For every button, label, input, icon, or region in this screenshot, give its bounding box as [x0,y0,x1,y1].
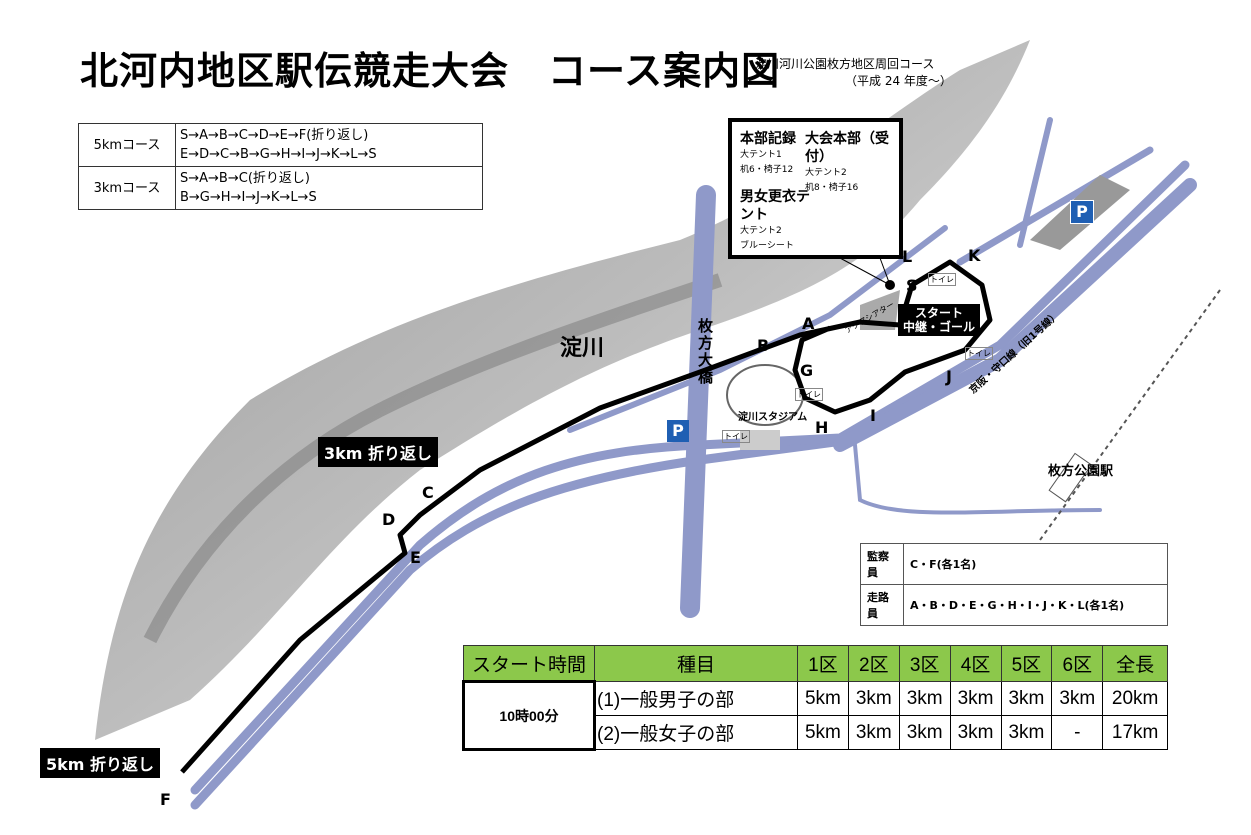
hq-main-title: 大会本部（受付） [805,131,889,165]
leg-distance: 3km [949,681,1002,716]
point-h: H [815,418,829,437]
river-label: 淀川 [560,336,605,361]
leg-distance: 5km [797,715,849,750]
header-cell: 4区 [949,645,1002,682]
point-i: I [870,406,876,425]
header-cell: スタート時間 [463,645,595,682]
toilet-icon: トイレ [965,347,993,360]
route-line: E→D→C→B→G→H→I→J→K→L→S [180,147,377,162]
point-k: K [968,246,981,265]
race-course [180,259,993,774]
parking-icon: P [1070,200,1094,224]
table-row: 5kmコース S→A→B→C→D→E→F(折り返し) E→D→C→B→G→H→I→J… [78,123,483,167]
leg-distance: 3km [1000,715,1053,750]
table-row: 3kmコース S→A→B→C(折り返し) B→G→H→I→J→K→L→S [78,166,483,210]
relay-goal-label: 中継・ゴール [903,320,976,334]
hq-main-detail: 机8・椅子16 [805,183,859,193]
point-d: D [382,510,396,529]
leg-distance: 3km [898,681,951,716]
header-cell: 1区 [797,645,849,682]
category-name: (2)一般女子の部 [594,715,798,750]
turnaround-5km-tag: 5km 折り返し [40,748,161,778]
point-a: A [802,314,815,333]
leg-distance: 3km [847,681,900,716]
toilet-icon: トイレ [795,388,823,401]
total-distance: 20km [1102,681,1168,716]
point-f: F [160,790,171,809]
leg-distance: 3km [1000,681,1053,716]
leg-distance: 3km [898,715,951,750]
turnaround-3km-tag: 3km 折り返し [318,437,439,467]
route-line: S→A→B→C(折り返し) [180,171,310,186]
course-route: S→A→B→C→D→E→F(折り返し) E→D→C→B→G→H→I→J→K→L→S [175,123,483,167]
course-table: 5kmコース S→A→B→C→D→E→F(折り返し) E→D→C→B→G→H→I→J… [78,123,483,210]
leg-distance: 3km [949,715,1002,750]
header-cell: 全長 [1102,645,1168,682]
header-cell: 種目 [594,645,798,682]
page-title: 北河内地区駅伝競走大会 コース案内図 [80,49,781,93]
course-name: 5kmコース [78,123,176,167]
railway [1039,289,1221,541]
bridge-label: 枚方大橋 [698,317,714,386]
road-main [833,178,1197,452]
hq-info-box: 本部記録 大テント1 机6・椅子12 男女更衣テント 大テント2 ブルーシート … [728,118,903,259]
course-route: S→A→B→C(折り返し) B→G→H→I→J→K→L→S [175,166,483,210]
table-row: (2)一般女子の部 5km 3km 3km 3km 3km - 17km [464,715,1168,750]
hq-record-detail: 机6・椅子12 [740,165,794,175]
staff-points: C・F(各1名) [903,543,1168,585]
point-b: B [757,336,770,355]
station-label: 枚方公園駅 [1048,464,1114,479]
changing-tent-detail: ブルーシート [740,241,794,251]
subtitle-line1: 淀川河川公園枚方地区周回コース [755,57,935,71]
parking-icon: P [667,420,689,442]
stadium-label: 淀川スタジアム [738,412,808,423]
table-row: 10時00分 (1)一般男子の部 5km 3km 3km 3km 3km 3km… [462,680,1168,751]
changing-tent-title: 男女更衣テント [740,189,810,223]
start-finish-tag: スタート中継・ゴール [898,304,981,336]
point-g: G [800,361,814,380]
roads [190,117,1197,810]
leg-distance: 3km [1051,681,1104,716]
staff-role: 監察員 [860,543,904,585]
road-riverside [190,435,855,810]
course-name: 3kmコース [78,166,176,210]
subtitle-line2: （平成 24 年度～） [845,74,952,88]
changing-tent-detail: 大テント2 [740,226,782,236]
point-l: L [902,247,913,266]
route-line: B→G→H→I→J→K→L→S [180,190,317,205]
schedule-table: スタート時間 種目 1区 2区 3区 4区 5区 6区 全長 10時00分 (1… [462,645,1168,751]
point-e: E [410,548,421,567]
header-cell: 3区 [898,645,951,682]
hq-record-detail: 大テント1 [740,150,782,160]
toilet-icon: トイレ [722,430,750,443]
point-s: S [906,276,918,295]
start-label: スタート [915,306,964,320]
category-name: (1)一般男子の部 [594,681,798,716]
road-bridge [680,185,716,618]
point-j: J [946,367,952,386]
header-cell: 2区 [847,645,900,682]
staff-points: A・B・D・E・G・H・I・J・K・L(各1名) [903,584,1168,626]
leg-distance: - [1051,715,1104,750]
start-time: 10時00分 [462,680,596,751]
leg-distance: 5km [797,681,849,716]
total-distance: 17km [1102,715,1168,750]
staff-role: 走路員 [860,584,904,626]
toilet-icon: トイレ [928,273,956,286]
hq-main-detail: 大テント2 [805,168,847,178]
header-cell: 6区 [1051,645,1104,682]
leg-distance: 3km [847,715,900,750]
table-header-row: スタート時間 種目 1区 2区 3区 4区 5区 6区 全長 [463,645,1168,682]
hq-record-title: 本部記録 [740,131,796,147]
header-cell: 5区 [1000,645,1053,682]
route-line: S→A→B→C→D→E→F(折り返し) [180,128,369,143]
point-c: C [422,483,434,502]
